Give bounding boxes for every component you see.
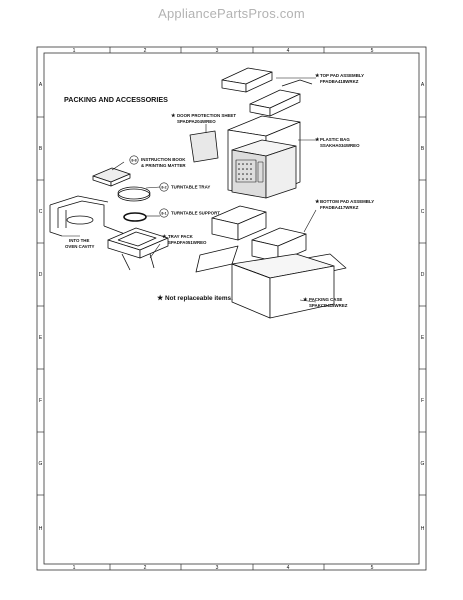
row-letter-left: H — [39, 526, 43, 532]
row-letter-left: F — [39, 398, 42, 404]
packing-case-star: ★ — [303, 297, 308, 303]
note-star: ★ — [157, 294, 164, 302]
column-number-top: 4 — [287, 48, 290, 54]
row-letter-left: A — [39, 82, 43, 88]
row-letter-right: B — [421, 146, 425, 152]
row-letter-right: H — [421, 526, 425, 532]
instruction-book-label-line2: & PRINTING MATTER — [141, 163, 186, 168]
leader-lines — [62, 77, 317, 303]
instruction-book-label-line1: INSTRUCTION BOOK — [141, 157, 186, 162]
not-replaceable-note: Not replaceable items. — [165, 295, 233, 302]
column-number-top: 1 — [73, 48, 76, 54]
instruction-book-drawing — [92, 167, 131, 187]
instruction-book-ref-badge: 8-8 — [129, 155, 139, 165]
column-number-top: 2 — [144, 48, 147, 54]
column-number-bottom: 3 — [216, 565, 219, 571]
column-number-bottom: 5 — [371, 565, 374, 571]
column-number-top: 3 — [216, 48, 219, 54]
row-letter-right: E — [421, 335, 425, 341]
row-letter-left: E — [39, 335, 43, 341]
turntable-support-drawing — [123, 212, 147, 222]
row-letter-left: G — [39, 461, 43, 467]
top-pad-part-number: FPADBA418WRKZ — [320, 79, 359, 84]
top-pad-star: ★ — [315, 73, 320, 79]
bottom-pad-part-number: FPADBA417WRKZ — [320, 205, 359, 210]
watermark: AppliancePartsPros.com — [158, 6, 305, 21]
tray-pack-drawing — [107, 227, 169, 271]
plastic-bag-star: ★ — [315, 137, 320, 143]
turntable-support-label: TURNTABLE SUPPORT — [171, 211, 220, 216]
bottom-pad-assembly-drawing — [211, 205, 307, 263]
top-pad-label: TOP PAD ASSEMBLY — [320, 73, 364, 78]
door-sheet-label: DOOR PROTECTION SHEET — [177, 113, 236, 118]
packing-case-label: PACKING CASE — [309, 297, 342, 302]
row-letter-right: C — [421, 209, 425, 215]
bottom-pad-label: BOTTOM PAD ASSEMBLY — [320, 199, 374, 204]
row-letter-right: F — [421, 398, 424, 404]
column-number-top: 5 — [371, 48, 374, 54]
turntable-tray-drawing — [117, 186, 151, 202]
top-pad-assembly-drawing — [221, 67, 313, 117]
frame-ticks — [37, 47, 426, 570]
row-letter-right: A — [421, 82, 425, 88]
row-letter-left: D — [39, 272, 43, 278]
turntable-tray-label: TURNTABLE TRAY — [171, 185, 210, 190]
tray-pack-star: ★ — [162, 234, 167, 240]
row-letter-left: B — [39, 146, 43, 152]
turntable-tray-ref: 8-2 — [161, 186, 166, 190]
door-sheet-part-number: SPADPA204WREO — [177, 119, 216, 124]
page-frame — [36, 46, 427, 571]
packing-case-drawing — [195, 245, 347, 319]
oven-cavity-line2: OVEN CAVITY — [65, 244, 95, 249]
tray-pack-label: TRAY PACK — [168, 234, 194, 239]
door-protection-sheet-drawing — [189, 130, 219, 163]
row-letter-left: C — [39, 209, 43, 215]
row-letter-right: G — [421, 461, 425, 467]
column-number-bottom: 1 — [73, 565, 76, 571]
plastic-bag-label: PLASTIC BAG — [320, 137, 350, 142]
instruction-book-ref: 8-8 — [131, 159, 136, 163]
oven-cavity-line1: INTO THE — [69, 238, 89, 243]
plastic-bag-part-number: SSAKHA034WREO — [320, 143, 360, 148]
section-title: PACKING AND ACCESSORIES — [64, 95, 168, 104]
bottom-pad-star: ★ — [315, 199, 320, 205]
door-sheet-star: ★ — [171, 113, 176, 119]
oven-cavity-drawing — [49, 195, 131, 237]
row-letter-right: D — [421, 272, 425, 278]
column-number-bottom: 4 — [287, 565, 290, 571]
packing-case-part-number: SPAKCD418WREZ — [309, 303, 348, 308]
turntable-tray-ref-badge: 8-2 — [159, 182, 169, 192]
turntable-support-ref-badge: 8-1 — [159, 208, 169, 218]
tray-pack-part-number: SPADFA051WREO — [168, 240, 207, 245]
microwave-in-carton-drawing — [227, 115, 301, 199]
column-number-bottom: 2 — [144, 565, 147, 571]
turntable-support-ref: 8-1 — [161, 212, 166, 216]
